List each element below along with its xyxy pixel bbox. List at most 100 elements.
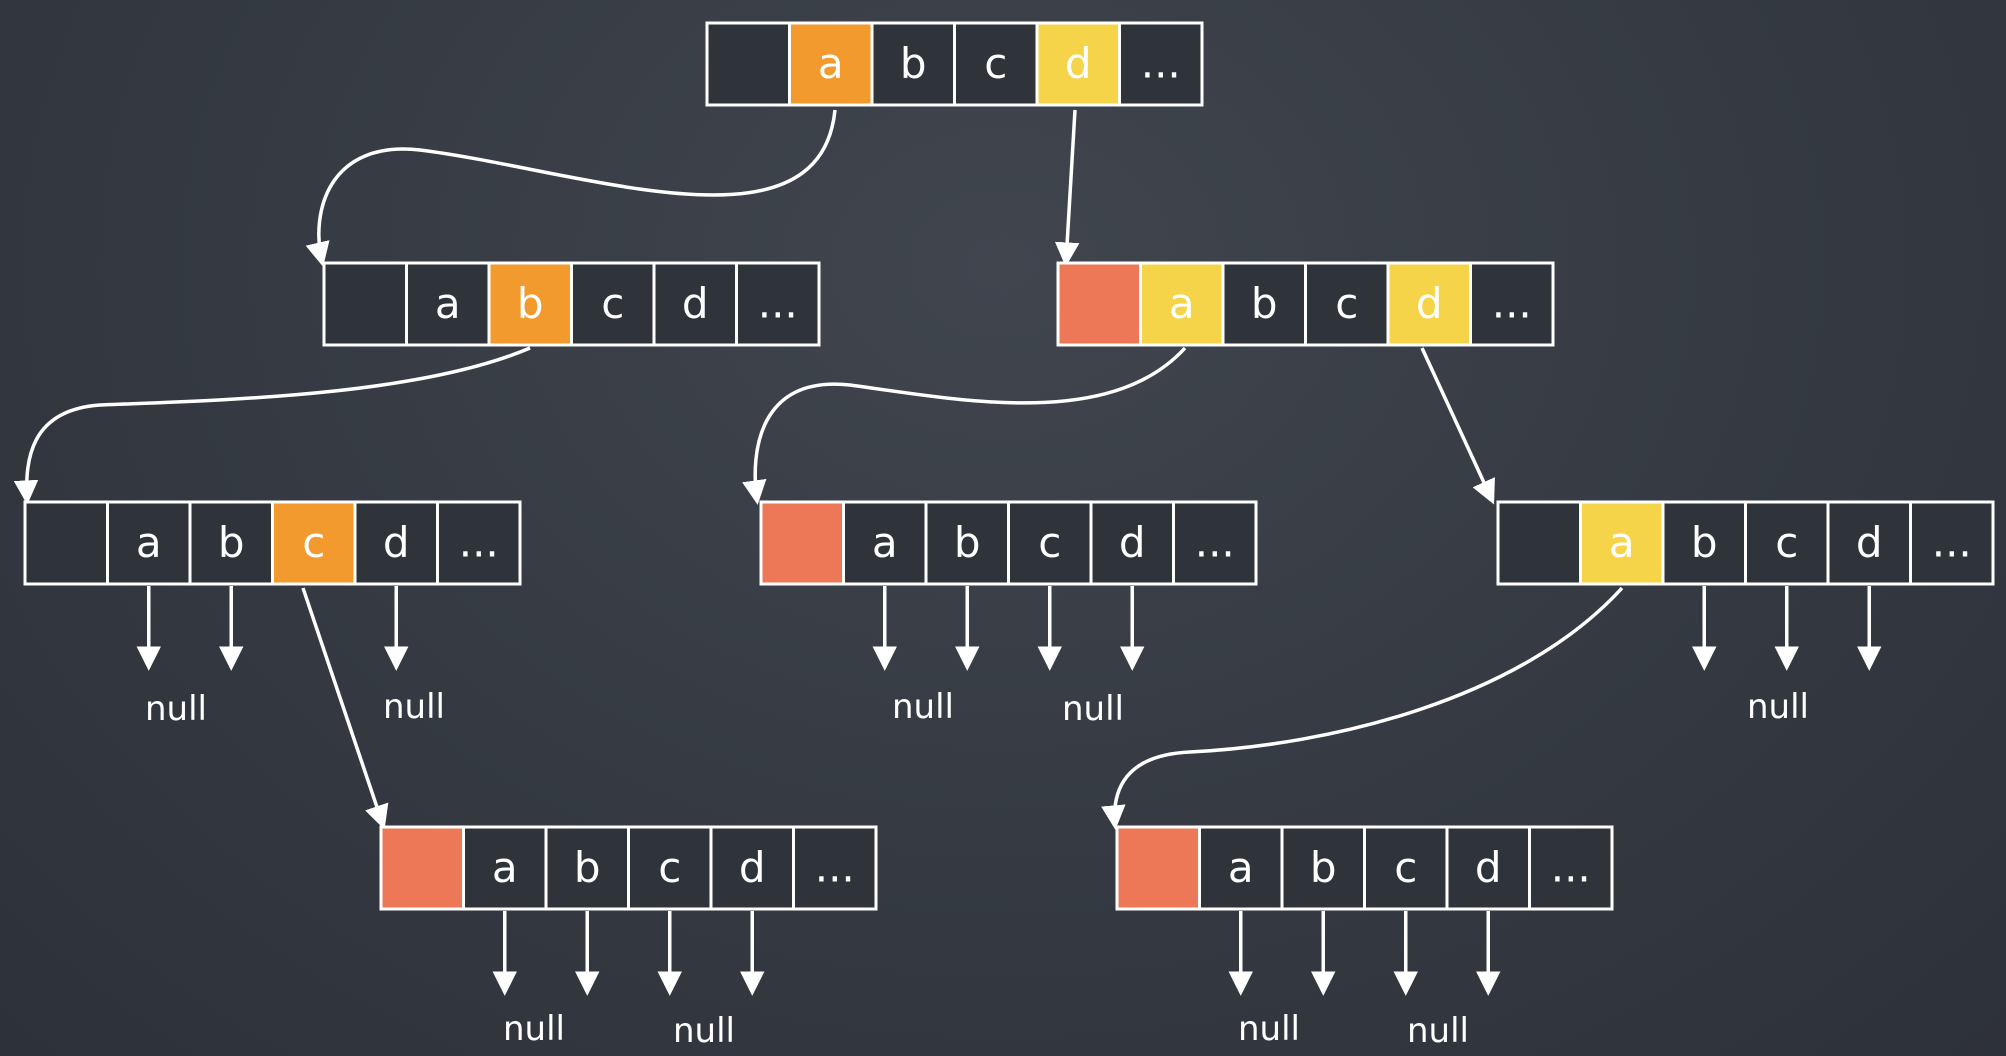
trie-cell — [709, 825, 795, 911]
trie-cell — [1118, 21, 1204, 107]
trie-cell-label: ... — [758, 279, 798, 328]
trie-cell — [1035, 21, 1121, 107]
trie-cell-label: c — [601, 279, 624, 328]
trie-cell-label: a — [492, 843, 518, 892]
trie-cell — [735, 261, 821, 347]
trie-node-node-ab: a b c d... — [23, 500, 522, 586]
null-label: null — [673, 1011, 735, 1051]
trie-cell-label: c — [1038, 518, 1061, 567]
trie-cell-label: b — [218, 518, 245, 567]
edge-node-ab-c-to-node-abc — [301, 587, 389, 830]
trie-cell — [1826, 500, 1912, 586]
trie-cell — [788, 21, 874, 107]
trie-cell — [487, 261, 573, 347]
edge-node-d-a-to-node-da — [742, 346, 1187, 505]
trie-cell — [1386, 261, 1472, 347]
null-label: null — [503, 1009, 565, 1049]
trie-cell — [544, 825, 630, 911]
trie-cell-label: d — [1475, 843, 1502, 892]
trie-cell — [379, 825, 465, 911]
trie-cell — [1363, 825, 1449, 911]
trie-cell — [1528, 825, 1614, 911]
trie-cell-label: a — [1169, 279, 1195, 328]
trie-cell-label: a — [1609, 518, 1635, 567]
trie-cell-label: d — [1119, 518, 1146, 567]
trie-cell — [1007, 500, 1093, 586]
trie-cell-label: d — [383, 518, 410, 567]
trie-cell-label: b — [1691, 518, 1718, 567]
trie-node-node-da: a b c d... — [759, 500, 1258, 586]
trie-cell-label: c — [984, 39, 1007, 88]
edge-node-d-d-to-node-dd — [1420, 347, 1495, 505]
null-label: null — [1238, 1009, 1300, 1049]
trie-cell — [759, 500, 845, 586]
trie-cell-label: b — [900, 39, 927, 88]
trie-cell — [1744, 500, 1830, 586]
trie-cell — [1304, 261, 1390, 347]
trie-node-root: a b c d... — [705, 21, 1204, 107]
trie-cell-label: b — [1310, 843, 1337, 892]
trie-cell — [1496, 500, 1582, 586]
trie-cell — [1445, 825, 1531, 911]
trie-cell — [570, 261, 656, 347]
trie-cell — [1909, 500, 1995, 586]
trie-cell-label: c — [658, 843, 681, 892]
trie-cell-label: c — [1775, 518, 1798, 567]
trie-node-node-dd: a b c d... — [1496, 500, 1995, 586]
trie-cell-label: c — [1394, 843, 1417, 892]
trie-cell — [405, 261, 491, 347]
trie-cell-label: ... — [1195, 518, 1235, 567]
trie-cell — [1661, 500, 1747, 586]
trie-cell-label: a — [872, 518, 898, 567]
trie-cell — [188, 500, 274, 586]
trie-cell-label: a — [136, 518, 162, 567]
edge-root-a-to-node-a — [305, 109, 837, 267]
trie-cell-label: ... — [1492, 279, 1532, 328]
trie-node-node-a: a b c d... — [322, 261, 821, 347]
trie-cell-label: b — [574, 843, 601, 892]
trie-cell-label: c — [302, 518, 325, 567]
null-label: null — [383, 687, 445, 727]
trie-cell — [792, 825, 878, 911]
trie-cell — [1089, 500, 1175, 586]
null-label: null — [1747, 687, 1809, 727]
trie-cell — [436, 500, 522, 586]
null-label: null — [1407, 1011, 1469, 1051]
null-label: null — [145, 689, 207, 729]
trie-cell — [1221, 261, 1307, 347]
trie-cell — [23, 500, 109, 586]
null-label: null — [892, 687, 954, 727]
trie-cell-label: d — [739, 843, 766, 892]
trie-cell-label: ... — [459, 518, 499, 567]
trie-cell-label: ... — [1141, 39, 1181, 88]
trie-cell-label: ... — [1932, 518, 1972, 567]
edge-node-a-b-to-node-ab — [13, 346, 531, 505]
edge-root-d-to-node-d — [1054, 109, 1080, 267]
trie-cell-label: a — [435, 279, 461, 328]
trie-nodes: a b c d... a b c d... a b c d... a b c d... a b c d... a b c d.… — [23, 21, 1995, 911]
trie-cell — [705, 21, 791, 107]
trie-cell-label: c — [1335, 279, 1358, 328]
trie-cell — [1579, 500, 1665, 586]
trie-cell-label: d — [1065, 39, 1092, 88]
trie-cell-label: d — [682, 279, 709, 328]
trie-cell — [842, 500, 928, 586]
trie-cell-label: b — [517, 279, 544, 328]
trie-cell — [1056, 261, 1142, 347]
trie-cell — [1469, 261, 1555, 347]
trie-cell — [953, 21, 1039, 107]
trie-cell-label: b — [954, 518, 981, 567]
trie-cell — [322, 261, 408, 347]
trie-cell-label: b — [1251, 279, 1278, 328]
trie-cell — [1115, 825, 1201, 911]
trie-cell-label: ... — [1551, 843, 1591, 892]
trie-cell-label: d — [1856, 518, 1883, 567]
trie-cell — [870, 21, 956, 107]
trie-edges — [13, 109, 1882, 996]
trie-cell-label: a — [818, 39, 844, 88]
